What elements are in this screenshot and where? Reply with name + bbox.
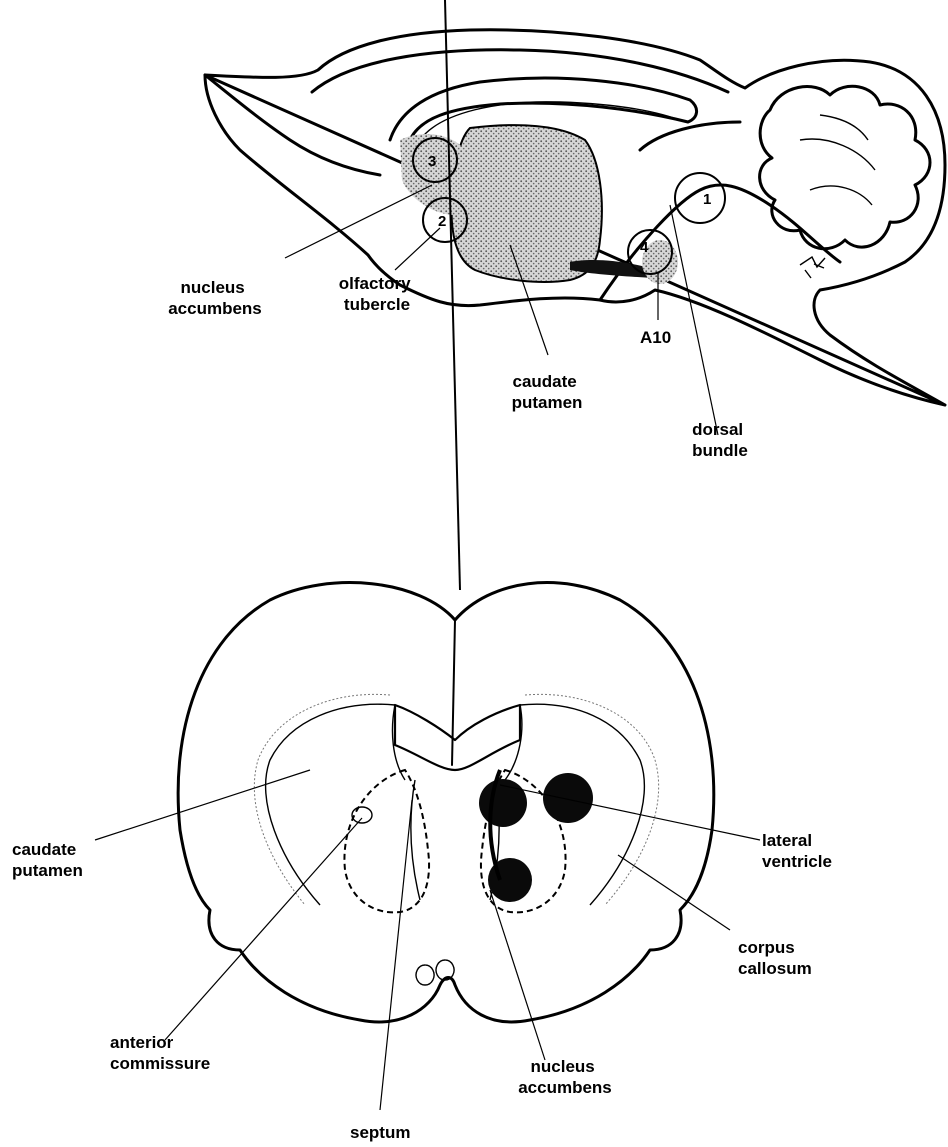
label-corpus-callosum: corpus callosum [738, 938, 812, 978]
cerebellum-folia [800, 115, 875, 205]
label-anterior-commissure: anterior commissure [110, 1033, 210, 1073]
label-lateral-ventricle: lateral ventricle [762, 831, 832, 871]
site-number-4: 4 [640, 239, 649, 256]
ventral-line [600, 185, 840, 300]
ventral-loops [416, 960, 454, 985]
left-striatum-outline [266, 704, 405, 905]
leader-caudate-putamen-cor [95, 770, 310, 840]
corpus-callosum [395, 705, 520, 770]
label-caudate-putamen-sag: caudate putamen [512, 372, 583, 412]
leader-anterior-commissure [165, 818, 362, 1040]
anterior-commissure [352, 807, 372, 823]
label-nucleus-accumbens-cor: nucleus accumbens [518, 1057, 612, 1097]
site-number-3: 3 [428, 153, 436, 170]
leader-lateral-ventricle [500, 785, 760, 840]
coronal-brain-outline [178, 583, 714, 1022]
caudate-putamen-region [452, 125, 602, 282]
olfactory-bulb [205, 75, 380, 175]
label-olfactory-tubercle: olfactory tubercle [339, 274, 416, 314]
label-caudate-putamen-cor: caudate putamen [12, 840, 83, 880]
coronal-labels: caudate putamen lateral ventricle corpus… [12, 831, 832, 1142]
site-circle-1 [675, 173, 725, 223]
neuron-sketch [800, 257, 825, 278]
left-faint-outline [254, 694, 390, 905]
leader-septum [380, 800, 412, 1110]
label-a10: A10 [640, 328, 671, 347]
lesion-dot-2 [543, 773, 593, 823]
site-number-2: 2 [438, 213, 446, 230]
fornix-arc [640, 122, 740, 150]
label-dorsal-bundle: dorsal bundle [692, 420, 748, 460]
accumbens-stipple [400, 134, 467, 215]
left-accumbens-dashed [344, 770, 429, 912]
leader-dorsal-bundle [670, 205, 718, 435]
label-nucleus-accumbens-sag: nucleus accumbens [168, 278, 262, 318]
coronal-section [95, 583, 760, 1110]
cortex-arc-outer [312, 50, 728, 92]
leader-nucleus-accumbens-cor [490, 890, 545, 1060]
sagittal-labels: nucleus accumbens olfactory tubercle cau… [168, 274, 748, 460]
label-septum: septum [350, 1123, 410, 1142]
coronal-midline [452, 620, 455, 765]
cerebellum [760, 86, 930, 248]
leader-olfactory-tubercle [395, 228, 440, 270]
site-number-1: 1 [703, 191, 711, 208]
leader-corpus-callosum [618, 855, 730, 930]
